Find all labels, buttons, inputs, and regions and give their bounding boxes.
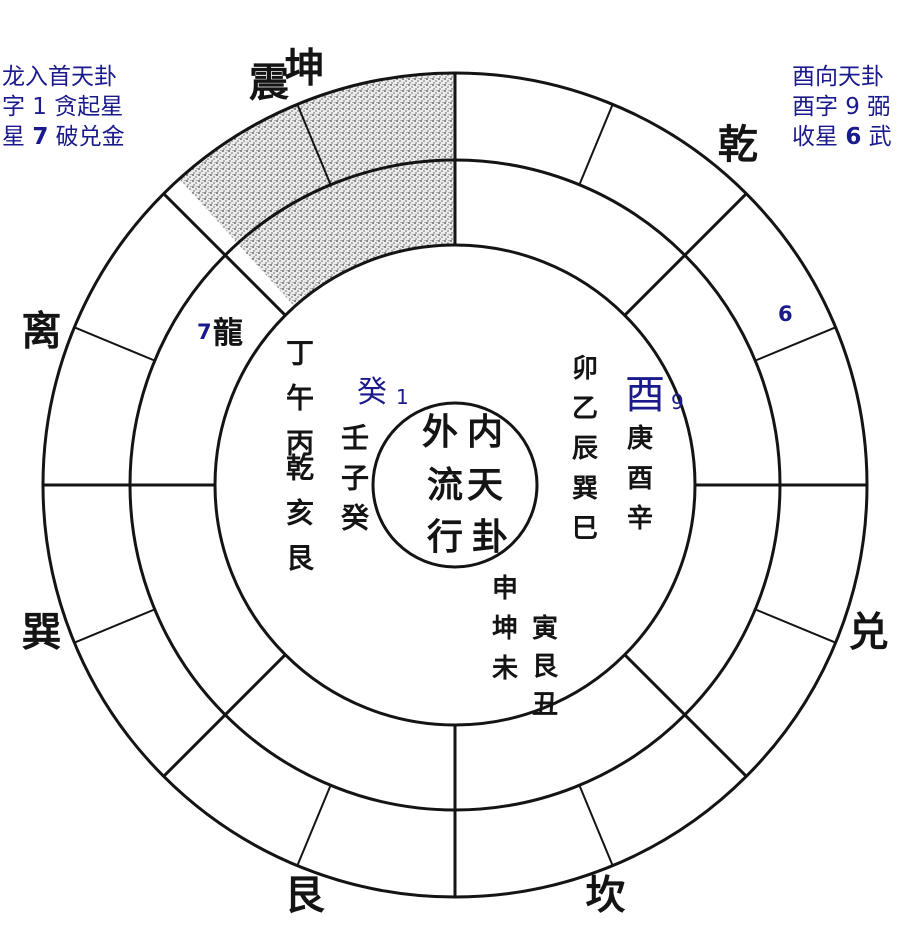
label-you-number: 9 <box>671 390 684 414</box>
center-char-1: 内 <box>467 411 503 453</box>
center-char-5: 流 <box>427 464 463 506</box>
caption-right-line1: 酉向天卦 <box>792 64 884 90</box>
rings-group <box>41 71 869 899</box>
sub-spoke-8 <box>296 103 332 186</box>
spoke-8 <box>162 192 287 317</box>
label-six: 6 <box>778 302 793 326</box>
ring-text-left-c-2: 亥 <box>286 497 314 530</box>
ring-text-bottom-a-2: 坤 <box>492 614 518 644</box>
outer-direction-2: 乾 <box>718 121 758 168</box>
sub-spoke-2 <box>754 326 837 362</box>
outer-direction-7: 离 <box>22 308 62 355</box>
label-seven: 7 <box>197 320 212 344</box>
caption-right-line3-post: 武 <box>861 124 892 150</box>
outer-direction-4: 坎 <box>585 871 625 918</box>
ring-text-left-b-3: 癸 <box>340 502 369 535</box>
ring-text-bottom-a-3: 未 <box>492 654 518 684</box>
caption-left-line3-pre: 星 <box>2 124 33 150</box>
caption-right-line3: 收星 6 武 <box>792 122 892 152</box>
caption-right-line3-pre: 收星 <box>792 124 846 150</box>
center-char-6: 行 <box>427 516 463 558</box>
ring-text-bottom-b-3: 丑 <box>532 690 558 720</box>
center-char-3: 外 <box>422 411 458 453</box>
spoke-4 <box>623 653 748 778</box>
center-char-4: 卦 <box>472 516 508 558</box>
outer-direction-1: 坤 <box>285 45 325 92</box>
caption-left: 龙入首天卦 字 1 贪起星 星 7 破兑金 <box>2 62 125 152</box>
ring-text-left-b-2: 子 <box>341 462 369 495</box>
ring-text-right-a-2: 乙 <box>572 394 598 424</box>
ring-text-right-a-3: 辰 <box>572 434 598 464</box>
sub-spoke-5 <box>296 784 332 867</box>
sub-spoke-3 <box>754 608 837 644</box>
sub-spoke-6 <box>73 608 156 644</box>
ring-text-left-c-3: 艮 <box>286 542 315 575</box>
ring-text-group: 内天外卦流行坤乾兑坎艮巽离震丁午丙壬子癸乾亥艮卯乙辰巽巳庚酉辛申坤未寅艮丑龍 <box>22 45 889 919</box>
caption-left-line3-post: 破兑金 <box>48 124 125 150</box>
ring-text-right-b-1: 庚 <box>627 423 653 454</box>
ring-text-right-b-3: 辛 <box>627 503 653 534</box>
ring-text-right-b-2: 酉 <box>627 464 653 494</box>
ring-text-right-a-1: 卯 <box>572 354 598 384</box>
ring-text-dragon: 龍 <box>213 316 243 351</box>
ring-text-left-b-1: 壬 <box>341 422 369 455</box>
ring-text-bottom-b-1: 寅 <box>532 613 558 644</box>
sub-spoke-1 <box>578 103 614 186</box>
label-gui: 癸 <box>357 375 387 410</box>
outer-direction-8: 震 <box>249 59 289 106</box>
spoke-2 <box>623 192 748 317</box>
ring-text-bottom-b-2: 艮 <box>532 652 559 682</box>
caption-right: 酉向天卦 酉字 9 弼 收星 6 武 <box>792 62 892 152</box>
caption-right-star-number: 6 <box>845 124 862 150</box>
sub-spoke-4 <box>578 784 614 867</box>
caption-right-line2: 酉字 9 弼 <box>792 94 891 120</box>
caption-left-line2: 字 1 贪起星 <box>2 94 124 120</box>
outer-direction-6: 巽 <box>22 608 62 655</box>
ring-text-bottom-a-1: 申 <box>492 574 518 604</box>
outer-direction-3: 兑 <box>848 608 888 655</box>
ring-1 <box>371 401 539 569</box>
ring-text-left-c-1: 乾 <box>286 452 314 485</box>
ring-text-left-a-2: 午 <box>286 382 314 415</box>
label-you: 酉 <box>625 372 665 418</box>
sub-spoke-7 <box>73 326 156 362</box>
outer-direction-5: 艮 <box>285 871 326 918</box>
caption-left-line3: 星 7 破兑金 <box>2 122 125 152</box>
ring-text-left-a-3: 丙 <box>286 427 314 460</box>
label-gui-number: 1 <box>396 385 409 409</box>
caption-left-star-number: 7 <box>32 124 49 150</box>
ring-text-right-a-5: 巳 <box>572 514 598 544</box>
spoke-6 <box>162 653 287 778</box>
center-char-2: 天 <box>467 464 503 506</box>
caption-left-line1: 龙入首天卦 <box>2 64 117 90</box>
ring-text-right-a-4: 巽 <box>572 474 598 504</box>
ring-text-left-a-1: 丁 <box>286 337 314 370</box>
